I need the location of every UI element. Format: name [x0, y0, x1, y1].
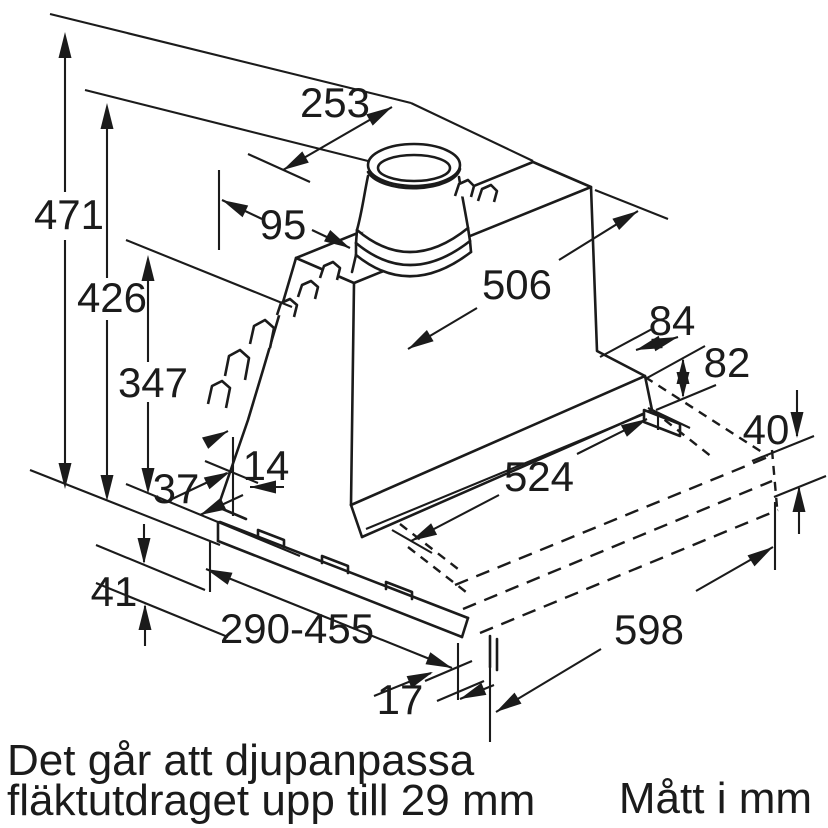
dim-side-gap-label: 14: [243, 442, 290, 489]
units-note: Mått i mm: [619, 774, 812, 823]
dimension-arrowheads: [58, 32, 806, 712]
dim-lower-width-label: 524: [504, 453, 574, 500]
dim-depth-range-label: 290-455: [220, 605, 374, 652]
duct-collar: [350, 142, 473, 278]
dim-body-height-label: 347: [118, 359, 188, 406]
dim-visor-width-label: 598: [614, 606, 684, 653]
spring-clips: [206, 178, 499, 409]
extension-lines: [29, 12, 827, 742]
dim-duct-offset-label: 95: [260, 201, 307, 248]
dim-top-depth-label: 253: [300, 79, 370, 126]
hood-body-outline: [216, 160, 682, 539]
base-plate: [216, 520, 499, 672]
dim-total-height-label: 471: [34, 191, 104, 238]
dim-height-to-duct-base-label: 426: [77, 274, 147, 321]
dim-step-depth-label: 84: [649, 297, 696, 344]
dim-top-width-label: 506: [482, 261, 552, 308]
adjustability-note-line2: fläktutdraget upp till 29 mm: [7, 776, 535, 825]
dim-baseplate-height-label: 41: [91, 568, 138, 615]
pullout-visor-dashed: [399, 375, 779, 635]
dim-rail-offset-label: 37: [153, 465, 200, 512]
dim-front-corner-offset-label: 17: [377, 676, 424, 723]
dim-step-height-label: 82: [704, 339, 751, 386]
adjustability-note-line1: Det går att djupanpassa: [7, 736, 475, 785]
dim-visor-lip-height-label: 40: [743, 406, 790, 453]
